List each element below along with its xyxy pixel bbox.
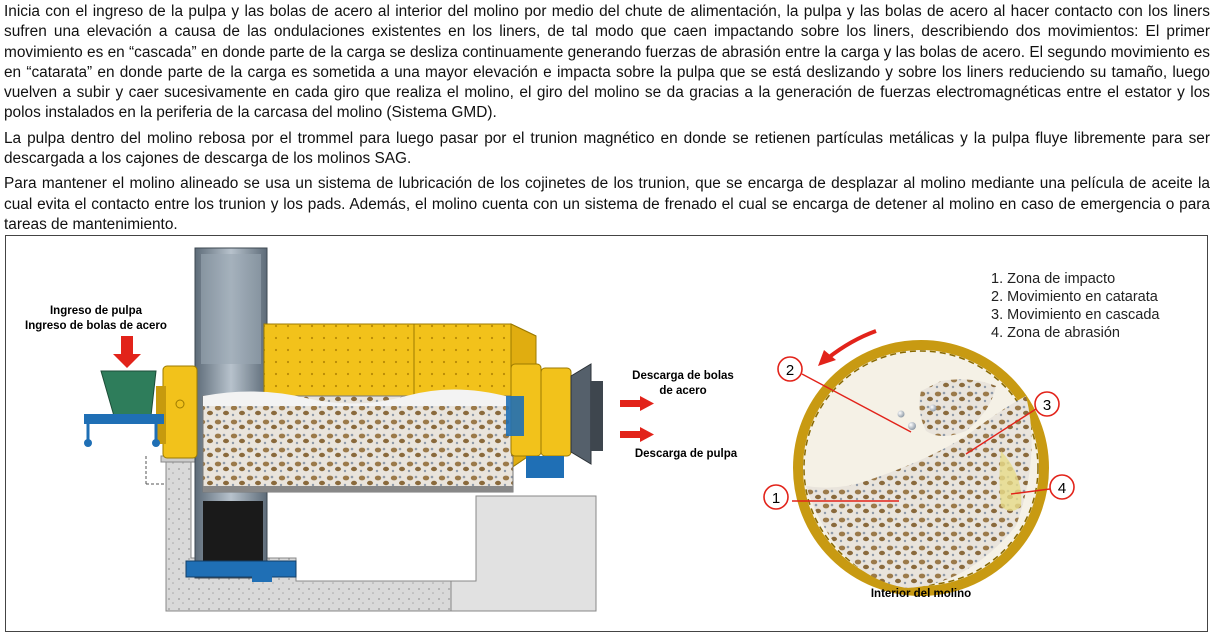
marker-3: 3 <box>1043 397 1051 414</box>
rotation-arrow <box>826 329 877 360</box>
marker-1: 1 <box>772 490 780 507</box>
inlet-label-balls: Ingreso de bolas de acero <box>25 320 167 332</box>
legend: 1. Zona de impacto 2. Movimiento en cata… <box>991 271 1160 341</box>
legend-item-4: 4. Zona de abrasión <box>991 325 1120 341</box>
inlet-arrow <box>113 336 141 368</box>
marker-2: 2 <box>786 362 794 379</box>
body-text: Inicia con el ingreso de la pulpa y las … <box>4 2 1210 240</box>
paragraph-2: La pulpa dentro del molino rebosa por el… <box>4 129 1210 168</box>
discharge-balls-label-1: Descarga de bolas <box>632 370 734 382</box>
discharge-balls-label-2: de acero <box>659 385 706 397</box>
mill-figure-svg: Ingreso de pulpa Ingreso de bolas de ace… <box>25 247 1160 612</box>
paragraph-3: Para mantener el molino alineado se usa … <box>4 175 1210 233</box>
feed-trunnion <box>156 365 198 459</box>
rotation-arrowhead <box>818 350 836 366</box>
marker-circle-1 <box>763 484 789 510</box>
mill-interior-section <box>793 340 1049 596</box>
discharge-pulp-label: Descarga de pulpa <box>635 448 738 460</box>
marker-circle-2 <box>777 356 803 382</box>
marker-circle-3 <box>1034 391 1060 417</box>
legend-item-1: 1. Zona de impacto <box>991 271 1115 287</box>
discharge-trunnion <box>506 363 603 478</box>
legend-item-3: 3. Movimiento en cascada <box>991 307 1160 323</box>
discharge-arrows <box>620 396 654 442</box>
legend-item-2: 2. Movimiento en catarata <box>991 289 1159 305</box>
marker-circle-4 <box>1049 474 1075 500</box>
marker-leaders <box>792 373 1051 502</box>
interior-caption: Interior del molino <box>871 588 971 600</box>
marker-4: 4 <box>1058 480 1066 497</box>
paragraph-1: Inicia con el ingreso de la pulpa y las … <box>4 3 1210 122</box>
feed-chute <box>84 370 164 447</box>
mill-figure: Ingreso de pulpa Ingreso de bolas de ace… <box>5 235 1208 632</box>
mill-shell <box>202 323 537 493</box>
inlet-label-pulp: Ingreso de pulpa <box>50 305 143 317</box>
